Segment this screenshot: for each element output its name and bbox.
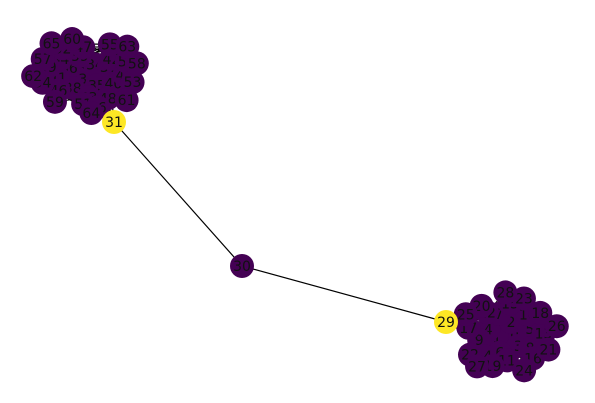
node-circle xyxy=(536,337,561,362)
node-26: 26 xyxy=(544,314,569,339)
node-29: 29 xyxy=(434,310,458,334)
bridge-edge xyxy=(241,265,447,323)
node-30: 30 xyxy=(230,254,254,278)
node-63: 63 xyxy=(115,34,140,59)
node-27: 27 xyxy=(465,354,490,379)
node-circle xyxy=(230,254,254,278)
node-label: 5 xyxy=(525,322,534,338)
node-circle xyxy=(114,88,139,113)
node-circle xyxy=(97,32,122,57)
node-circle xyxy=(512,358,537,383)
node-circle xyxy=(544,314,569,339)
node-label: 53 xyxy=(124,75,142,91)
node-circle xyxy=(115,34,140,59)
node-label: 58 xyxy=(128,56,146,72)
node-label: 4 xyxy=(484,323,493,339)
node-circle xyxy=(511,286,536,311)
node-23: 23 xyxy=(511,286,536,311)
node-64: 64 xyxy=(79,101,104,126)
node-label: 28 xyxy=(496,285,514,301)
node-label: 24 xyxy=(515,363,533,379)
node-59: 59 xyxy=(42,89,67,114)
node-25: 25 xyxy=(453,302,478,327)
node-label: 55 xyxy=(101,37,119,53)
node-circle xyxy=(42,89,67,114)
node-label: 31 xyxy=(105,115,123,131)
node-label: 57 xyxy=(34,52,52,68)
node-label: 2 xyxy=(507,315,516,331)
node-61: 61 xyxy=(114,88,139,113)
node-circle xyxy=(60,27,85,52)
node-circle xyxy=(453,302,478,327)
node-label: 61 xyxy=(118,93,136,109)
node-label: 60 xyxy=(63,32,81,48)
node-18: 18 xyxy=(528,300,553,325)
node-label: 26 xyxy=(548,319,566,335)
node-31: 31 xyxy=(102,110,126,134)
node-label: 18 xyxy=(531,306,549,322)
node-label: 29 xyxy=(437,315,455,331)
node-circle xyxy=(102,110,126,134)
node-label: 64 xyxy=(82,106,100,122)
node-28: 28 xyxy=(493,280,518,305)
node-label: 59 xyxy=(46,95,64,111)
node-circle xyxy=(528,300,553,325)
node-label: 21 xyxy=(539,343,557,359)
node-65: 65 xyxy=(39,31,64,56)
node-24: 24 xyxy=(512,358,537,383)
node-21: 21 xyxy=(536,337,561,362)
node-60: 60 xyxy=(60,27,85,52)
node-circle xyxy=(21,64,46,89)
node-label: 1 xyxy=(493,331,502,347)
node-label: 62 xyxy=(24,69,42,85)
node-label: 27 xyxy=(468,359,486,375)
node-circle xyxy=(465,354,490,379)
nodes-layer: 3233343536373839404142434445464748495051… xyxy=(21,27,569,383)
node-label: 30 xyxy=(233,259,251,275)
node-circle xyxy=(39,31,64,56)
node-label: 23 xyxy=(515,291,533,307)
node-label: 65 xyxy=(43,36,61,52)
node-label: 7 xyxy=(495,307,504,323)
node-circle xyxy=(493,280,518,305)
node-label: 25 xyxy=(457,307,475,323)
node-55: 55 xyxy=(97,32,122,57)
node-62: 62 xyxy=(21,64,46,89)
node-circle xyxy=(79,101,104,126)
node-label: 9 xyxy=(475,333,484,349)
bridge-edge xyxy=(113,121,243,267)
node-label: 63 xyxy=(118,40,136,56)
node-circle xyxy=(434,310,458,334)
